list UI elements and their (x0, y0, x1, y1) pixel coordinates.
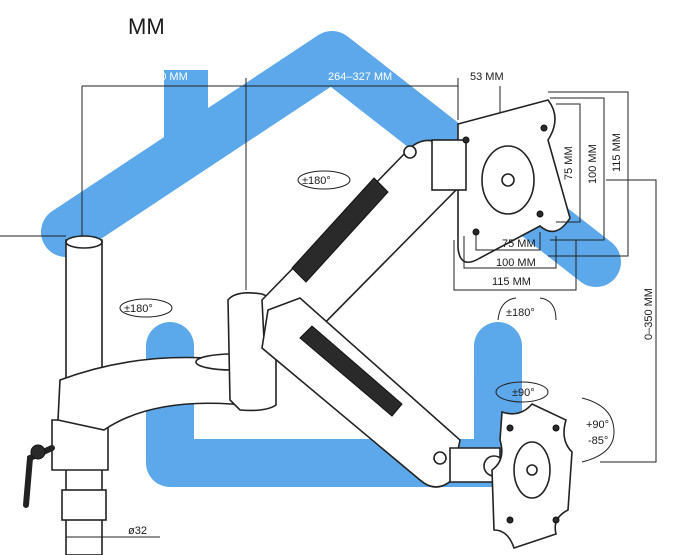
vesa-75-v-label: 75 MM (563, 146, 575, 180)
upper-arm-grip (291, 177, 389, 283)
plate-rotation-label: ±180° (506, 307, 535, 319)
pole-clamp (61, 489, 107, 521)
vesa-115-v-label: 115 MM (611, 133, 623, 172)
house-chimney-shape (164, 70, 208, 150)
height-range-label: 0–350 MM (643, 288, 655, 340)
vesa-vertical-dims: 75 MM 100 MM 115 MM (548, 91, 629, 257)
plate-offset-label: 53 MM (470, 71, 504, 83)
extension-label: 264–327 MM (328, 71, 392, 83)
rotate-arrow-icon (297, 170, 351, 190)
lower-plate-center (526, 464, 538, 476)
rotation-arm-upper: ±180° (297, 170, 351, 190)
upper-arm-bolt (403, 145, 417, 159)
pole-top-cap (65, 235, 103, 249)
vesa-115-h-label: 115 MM (492, 276, 531, 288)
tilt-down-label: -85° (588, 435, 608, 447)
rotation-plate: ±180° (497, 297, 557, 321)
upper-plate-bracket (431, 139, 467, 191)
vesa-100-h-label: 100 MM (496, 257, 536, 269)
rotation-swivel: ±90° (495, 381, 549, 403)
swivel-rotation-label: ±90° (512, 387, 535, 399)
vesa-100-v-label: 100 MM (587, 144, 599, 184)
lower-diag-arm-grip (299, 325, 403, 417)
tilt-arrow-icon (581, 397, 615, 463)
vesa-75-h-label: 75 MM (502, 238, 536, 250)
arm-reach-label: 210 MM (148, 71, 188, 83)
pole-diameter-label: ø32 (128, 525, 147, 537)
rotation-tilt: +90° -85° (581, 397, 615, 463)
top-dimensions: 210 MM 264–327 MM 53 MM (0, 71, 504, 290)
height-range-dim: 0–350 MM (600, 179, 657, 463)
unit-label: MM (128, 14, 165, 39)
arm-upper-rotation-label: ±180° (302, 175, 331, 187)
lock-knob-icon (30, 444, 46, 460)
vesa-horizontal-dims: 75 MM 100 MM 115 MM (453, 232, 577, 291)
tilt-up-label: +90° (586, 419, 609, 431)
arm-lower-rotation-label: ±180° (124, 303, 153, 315)
lower-diag-arm-bolt (433, 451, 447, 465)
rotation-arm-lower: ±180° (119, 298, 173, 318)
rotate-arrow-icon (497, 297, 517, 321)
vesa-plate-upper (431, 99, 571, 264)
vesa-plate-lower (491, 403, 573, 550)
lower-gas-arm (261, 297, 505, 488)
swivel-arrow-icon (495, 381, 549, 403)
rotate-arrow-icon (119, 298, 173, 318)
upper-plate-center (501, 173, 515, 187)
